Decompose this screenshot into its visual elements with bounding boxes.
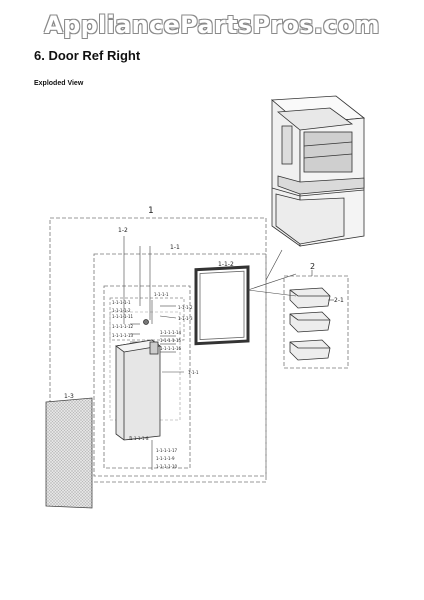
leader-lines <box>123 236 334 470</box>
callout-tag-c: 1-1-1-1-12 <box>112 324 133 329</box>
section-title: 6. Door Ref Right <box>34 48 141 63</box>
callout-tag-f: 1-1-1-1-15 <box>160 338 181 343</box>
door-gasket <box>194 265 250 346</box>
refrigerator-illustration <box>270 95 366 247</box>
callout-tag-e: 1-1-1-1-14 <box>160 330 181 335</box>
callout-tag-1-1-1-3: 1-1-1-3 <box>178 316 193 321</box>
exploded-view-label: Exploded View <box>34 80 84 87</box>
assembly-1-boundary <box>49 217 267 483</box>
callout-tag-k: 1-1-1-1-10 <box>156 464 177 469</box>
door-sub-boundary-2 <box>109 311 181 421</box>
callout-2: 2 <box>310 262 315 271</box>
callout-tag-d: 1-1-1-1-13 <box>112 333 133 338</box>
door-bins <box>289 287 331 361</box>
callout-1: 1 <box>148 206 154 216</box>
callout-1-1: 1-1 <box>170 244 180 251</box>
door-assembly-boundary <box>103 285 191 469</box>
callout-tag-a: 1-1-1-1-1 <box>112 300 131 305</box>
callout-tag-1-1-1-1: 1-1-1-1 <box>154 292 169 297</box>
callout-tag-b: 1-1-1-1-11 <box>112 314 133 319</box>
door-bin-group-boundary <box>283 275 349 369</box>
door-panel <box>115 319 161 441</box>
door-sub-boundary <box>109 297 185 341</box>
callout-tag-l: 1-1-1-1-2 <box>112 308 131 313</box>
callout-1-1-2: 1-1-2 <box>218 261 234 268</box>
callout-1-2: 1-2 <box>118 227 128 234</box>
watermark: AppliancePartsPros.com <box>44 11 380 39</box>
callout-1-3: 1-3 <box>64 393 74 400</box>
door-panel-mesh <box>45 397 93 509</box>
callout-tag-j: 1-1-1-1-9 <box>156 456 175 461</box>
callout-labels: 1 1-1 1-2 1-1-2 1-3 2 2-1 1-1-1 1-1-1-1 … <box>64 206 344 469</box>
callout-tag-g: 1-1-1-1-16 <box>160 346 181 351</box>
callout-tag-1-1-1-2: 1-1-1-2 <box>178 305 193 310</box>
callout-2-1: 2-1 <box>334 297 344 304</box>
callout-tag-h: 1-1-1-1-17 <box>156 448 177 453</box>
callout-1-1-1: 1-1-1 <box>188 370 199 375</box>
callout-tag-i: 1-1-1-1-8 <box>130 436 149 441</box>
assembly-1-1-boundary <box>93 253 267 477</box>
